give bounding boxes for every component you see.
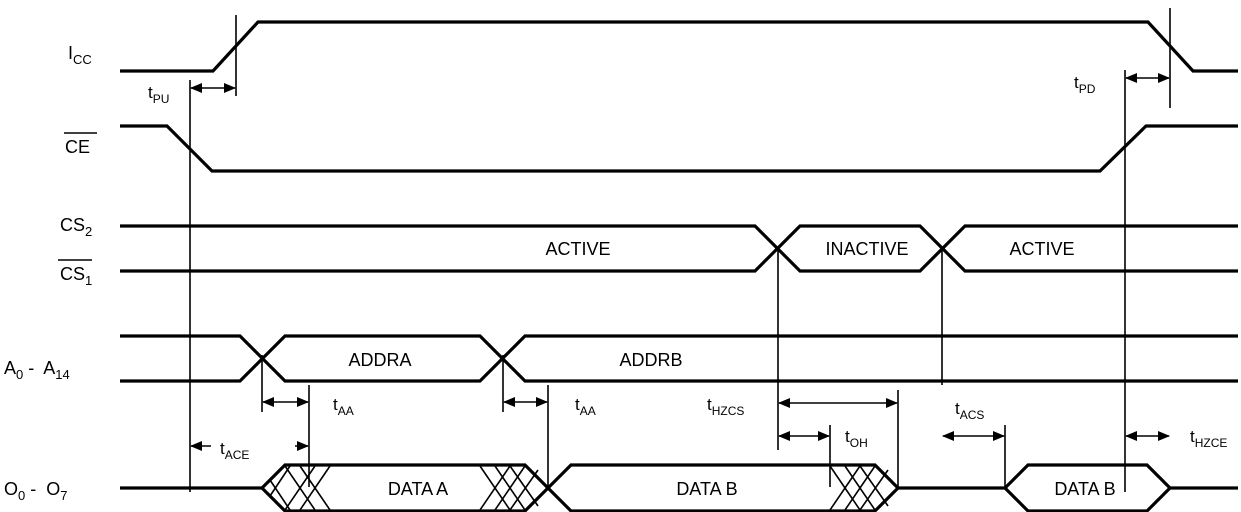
- tpu-label: tPU: [148, 83, 169, 106]
- state-data-b-1: DATA B: [676, 479, 737, 499]
- state-data-b-2: DATA B: [1054, 479, 1115, 499]
- hatch-data-a-end: [479, 465, 539, 511]
- ce-label: CE: [64, 132, 97, 157]
- data-waveform: [120, 463, 1238, 512]
- hatch-data-a-start: [269, 465, 331, 511]
- state-active-1: ACTIVE: [545, 239, 610, 259]
- thzcs-label: tHZCS: [707, 395, 744, 418]
- tace-label: tACE: [220, 439, 249, 462]
- state-addra: ADDRA: [348, 350, 411, 370]
- thzce-label: tHZCE: [1190, 427, 1227, 450]
- addr-waveform: [120, 334, 1238, 383]
- taa2-label: tAA: [575, 395, 596, 418]
- taa1-label: tAA: [333, 395, 354, 418]
- tpd-label: tPD: [1074, 73, 1096, 96]
- hatch-data-b-end: [829, 465, 889, 511]
- cs-waveform: [120, 224, 1238, 273]
- state-inactive: INACTIVE: [825, 239, 908, 259]
- ce-waveform: [120, 124, 1238, 173]
- addr-label: A0 - A14: [4, 358, 70, 382]
- state-active-2: ACTIVE: [1009, 239, 1074, 259]
- state-data-a: DATA A: [388, 479, 448, 499]
- cs1-label: CS1: [58, 259, 92, 288]
- cs2-label: CS2: [60, 215, 92, 239]
- icc-label: ICC: [68, 43, 92, 67]
- data-label: O0 - O7: [4, 479, 68, 503]
- icc-waveform: [120, 20, 1238, 73]
- toh-label: tOH: [845, 427, 868, 450]
- svg-text:CE: CE: [65, 137, 90, 157]
- state-addrb: ADDRB: [619, 350, 682, 370]
- tacs-label: tACS: [955, 399, 984, 422]
- svg-text:CS1: CS1: [60, 264, 92, 288]
